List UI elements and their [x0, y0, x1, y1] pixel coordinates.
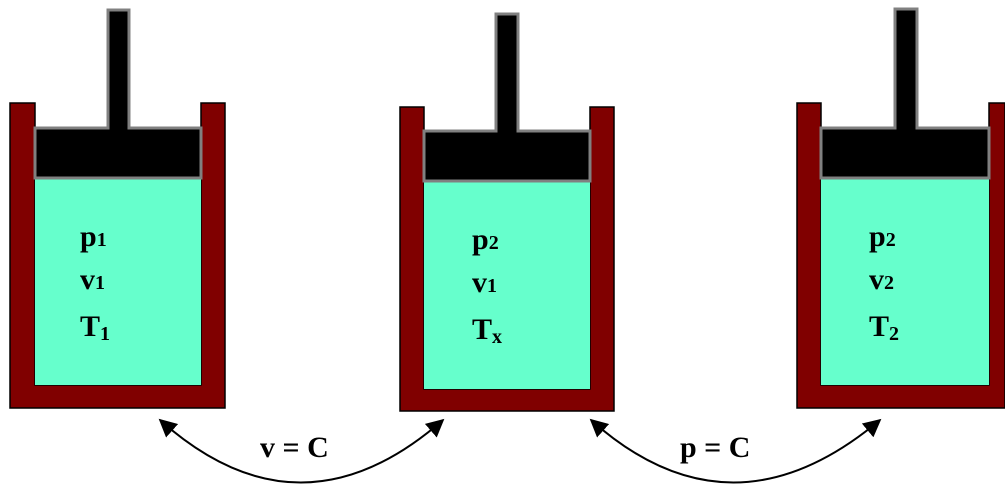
cylinder-2-volume: v1	[472, 266, 497, 299]
cylinder-3-temperature: T2	[869, 310, 899, 345]
cylinder-1: p1 v1 T1	[9, 8, 226, 409]
cylinder-2-piston	[422, 12, 592, 183]
cylinder-1-gas	[35, 178, 201, 385]
cylinder-3-volume: v2	[869, 263, 894, 296]
process-arrow-2	[589, 418, 882, 484]
cylinder-2-temperature: Tx	[472, 313, 502, 348]
cylinder-1-temperature: T1	[80, 310, 110, 345]
process-1-label: v = C	[260, 431, 329, 464]
cylinder-1-piston	[33, 8, 203, 180]
cylinder-2-pressure: p2	[472, 223, 499, 256]
cylinder-1-pressure: p1	[80, 220, 107, 253]
process-2-label: p = C	[680, 431, 750, 464]
cylinder-3-pressure: p2	[869, 220, 896, 253]
cylinder-3: p2 v2 T2	[796, 7, 1005, 409]
cylinder-3-gas	[821, 178, 989, 385]
cylinder-3-piston	[819, 7, 991, 180]
cylinder-2: p2 v1 Tx	[399, 12, 615, 412]
cylinder-1-volume: v1	[80, 263, 105, 296]
cylinder-2-gas	[424, 181, 590, 389]
process-arrow-1	[158, 418, 445, 484]
